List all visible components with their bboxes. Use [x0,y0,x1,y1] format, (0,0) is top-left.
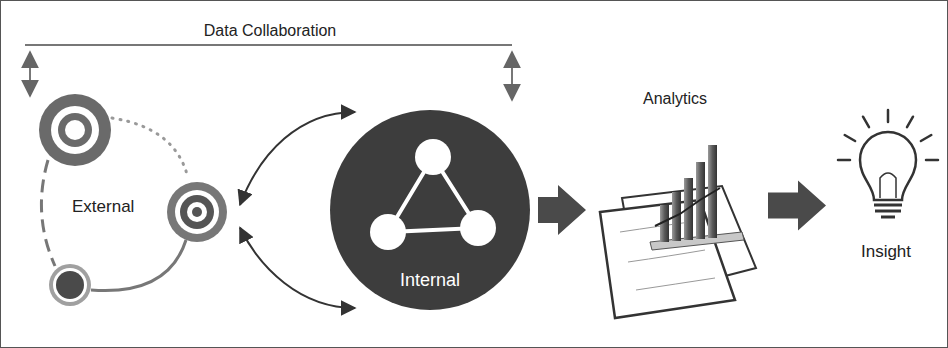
bulb-ray [926,159,938,162]
internal-circle: Internal [330,110,530,310]
bulb-ray [863,117,869,127]
external-group: External [20,85,240,340]
insight-bulb [838,110,938,217]
bulb-ray [921,135,931,141]
bracket-title: Data Collaboration [200,22,341,40]
flow-arrow [768,181,826,231]
exchange-arrow [240,112,355,205]
node-label: External [72,197,134,217]
analytics-illustration: Analytics [590,88,760,323]
bulb-ray [907,117,913,127]
collaboration-bracket [25,45,512,100]
exchange-arrow [240,228,355,308]
insight-icon: Insight [830,102,942,272]
bulb-ray [887,110,890,122]
node-label: Internal [400,270,460,291]
node-label: Analytics [643,90,707,108]
bulb-ray [838,159,850,162]
external-cluster [39,94,227,306]
bulb-ray [845,135,855,141]
analytics-report [600,145,756,318]
flow-arrow [538,185,586,235]
node-label: Insight [861,242,911,262]
internal-network [330,110,530,310]
